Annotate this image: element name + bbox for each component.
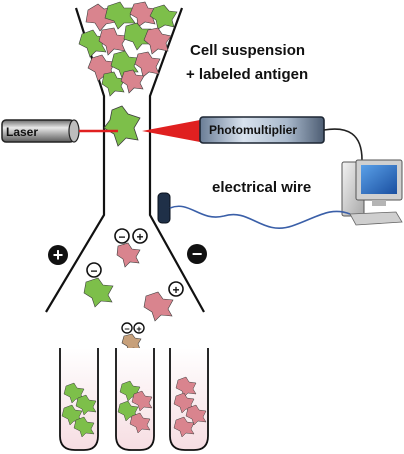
pink-cell xyxy=(116,242,141,268)
pink-cell xyxy=(143,291,174,322)
minus-symbol: − xyxy=(192,244,203,264)
pink-cell xyxy=(173,416,195,438)
labeled-antigen-label: + labeled antigen xyxy=(186,66,309,83)
electrical-wire xyxy=(169,205,351,229)
charged-droplet-pair: − + xyxy=(114,228,148,268)
pink-cell xyxy=(175,376,197,398)
keyboard xyxy=(349,211,403,226)
minus-charge-marker xyxy=(114,228,130,244)
cell-suspension-cluster xyxy=(78,1,178,97)
interrogated-green-cell xyxy=(103,105,141,147)
plus-charge-marker xyxy=(132,228,148,244)
minus-charge-symbol: − xyxy=(90,264,97,278)
neutral-droplet: − + xyxy=(121,322,145,353)
green-cell xyxy=(78,29,107,58)
monitor-stand xyxy=(372,200,386,206)
minus-charge-marker xyxy=(86,262,102,278)
pink-cell xyxy=(120,69,145,94)
pink-cell xyxy=(185,404,207,426)
detector-sensor-icon xyxy=(157,192,171,224)
laser-device-icon xyxy=(1,119,80,143)
green-cell xyxy=(149,4,178,30)
laser-aperture xyxy=(68,119,80,143)
pink-cell xyxy=(134,51,161,78)
cell-suspension-label: Cell suspension xyxy=(190,42,306,59)
pink-cell xyxy=(131,390,153,412)
plus-charge-symbol: + xyxy=(136,324,141,334)
plus-charge-symbol: + xyxy=(172,283,179,297)
deflected-pink-droplet: + xyxy=(143,281,184,322)
photomultiplier-label: Photomultiplier xyxy=(209,123,297,137)
green-cell xyxy=(75,394,97,416)
pink-cell xyxy=(129,1,158,28)
plus-charge-symbol: + xyxy=(136,230,143,244)
pmt-cable xyxy=(323,128,363,161)
computer-icon xyxy=(341,159,403,226)
deflected-green-droplet: − xyxy=(83,262,114,308)
test-tube-icon xyxy=(169,348,209,451)
pink-cell xyxy=(143,27,172,55)
plus-charge-marker xyxy=(133,322,145,334)
laser-label: Laser xyxy=(6,125,39,139)
minus-charge-marker xyxy=(121,322,133,334)
positive-plate-symbol: + xyxy=(48,245,68,265)
monitor-screen xyxy=(361,165,397,194)
green-cell xyxy=(104,1,136,30)
electrical-wire-label: electrical wire xyxy=(212,179,312,196)
chamber-right-wall xyxy=(148,7,205,313)
green-cell xyxy=(101,71,126,97)
plus-charge-marker xyxy=(168,281,184,297)
pink-cell xyxy=(129,412,151,434)
scatter-light-cone xyxy=(142,120,200,142)
minus-charge-symbol: − xyxy=(124,324,129,334)
test-tube-icon xyxy=(59,348,99,451)
green-cell xyxy=(73,416,95,438)
minus-charge-symbol: − xyxy=(118,230,125,244)
negative-plate-symbol: − xyxy=(187,244,207,264)
plus-symbol: + xyxy=(53,245,64,265)
green-cell xyxy=(83,277,114,308)
test-tube-icon xyxy=(115,348,155,451)
